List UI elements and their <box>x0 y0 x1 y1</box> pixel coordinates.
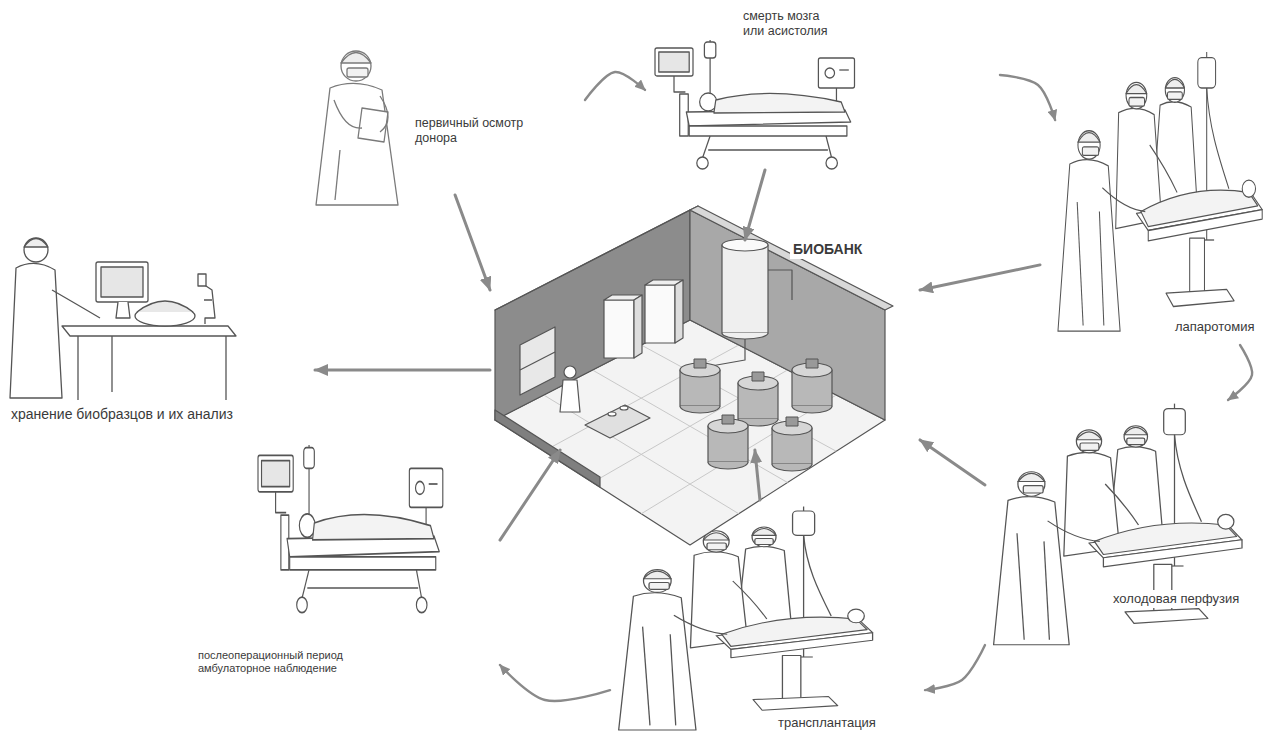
doctor-figure <box>341 51 371 81</box>
flow-arrow <box>755 450 760 500</box>
biobank-lab <box>520 352 555 370</box>
lab-worker-figure <box>77 336 78 400</box>
lab-worker-figure <box>24 239 48 248</box>
stage-label: хранение биобразцов и их анализ <box>8 405 236 424</box>
doctor-figure <box>380 96 388 132</box>
flow-arrow <box>1228 345 1252 400</box>
biobank-lab <box>645 285 675 343</box>
biobank-lab <box>738 372 778 426</box>
biobank-lab <box>495 210 690 420</box>
lab-worker-figure <box>198 274 206 286</box>
stage-node: лапаротомия <box>1040 120 1265 345</box>
biobank-lab <box>495 206 893 545</box>
lab-worker-figure <box>62 326 236 336</box>
biobank-lab <box>722 333 768 339</box>
lab-worker-figure <box>225 336 226 400</box>
surgery-figure <box>1058 52 1262 331</box>
flow-arrow <box>925 645 985 690</box>
biobank-lab <box>675 280 683 343</box>
flow-arrow <box>500 450 560 540</box>
biobank-lab <box>722 245 768 333</box>
stage-node: БИОБАНК <box>490 240 920 450</box>
lab-worker-figure <box>24 238 48 262</box>
lab-worker-figure <box>101 267 143 297</box>
flow-arrow <box>585 72 645 100</box>
stage-node: смерть мозга или асистолия <box>645 5 1000 170</box>
stage-node: послеоперационный период амбулаторное на… <box>190 440 500 680</box>
surgery-figure <box>619 507 873 730</box>
bed-figure <box>258 445 443 613</box>
stage-label: холодовая перфузия <box>1110 590 1242 608</box>
stage-node: первичный осмотр донора <box>305 35 585 195</box>
doctor-figure <box>347 68 368 77</box>
doctor-figure <box>316 51 398 205</box>
stage-label: трансплантация <box>775 714 879 732</box>
surgery-figure <box>994 404 1242 645</box>
flow-arrow <box>455 195 490 290</box>
biobank-lab <box>564 366 576 378</box>
doctor-figure <box>335 150 340 200</box>
biobank-lab <box>560 380 580 412</box>
stage-label: послеоперационный период амбулаторное на… <box>195 648 361 676</box>
biobank-lab <box>772 417 812 471</box>
stage-node: холодовая перфузия <box>985 400 1265 655</box>
stage-node: трансплантация <box>610 500 925 735</box>
biobank-lab <box>608 412 616 416</box>
bed-figure <box>655 40 855 169</box>
stage-label: лапаротомия <box>1172 318 1258 336</box>
flow-arrow <box>920 440 985 485</box>
lab-worker-figure <box>52 290 100 318</box>
biobank-lab <box>708 415 748 469</box>
biobank-lab <box>520 327 555 395</box>
flow-arrow <box>1000 75 1055 120</box>
stage-node: хранение биобразцов и их анализ <box>5 230 315 430</box>
stage-label: первичный осмотр донора <box>412 115 538 147</box>
lab-worker-figure <box>200 282 215 324</box>
flow-arrow <box>500 665 610 701</box>
biobank-lab <box>620 406 628 410</box>
doctor-figure <box>358 108 388 142</box>
stage-label: смерть мозга или асистолия <box>740 8 838 40</box>
lab-worker-figure <box>96 262 148 302</box>
lab-worker-figure <box>137 301 193 312</box>
stage-label: БИОБАНК <box>790 240 865 259</box>
doctor-figure <box>334 100 362 128</box>
biobank-lab <box>768 270 792 300</box>
doctor-figure <box>316 83 398 205</box>
doctor-figure <box>341 53 371 64</box>
biobank-lab <box>604 300 634 358</box>
lab-worker-figure <box>10 238 236 400</box>
lab-worker-figure <box>111 336 112 392</box>
biobank-lab <box>634 295 642 358</box>
lab-worker-figure <box>10 263 62 398</box>
flow-arrow <box>745 170 765 240</box>
flow-arrow <box>920 265 1040 290</box>
flow-arrow <box>315 368 490 371</box>
biobank-lab <box>792 359 832 413</box>
biobank-lab <box>585 405 650 438</box>
biobank-lab <box>690 206 893 310</box>
biobank-lab <box>495 410 600 487</box>
lab-worker-figure <box>116 302 130 318</box>
biobank-lab <box>680 359 720 413</box>
